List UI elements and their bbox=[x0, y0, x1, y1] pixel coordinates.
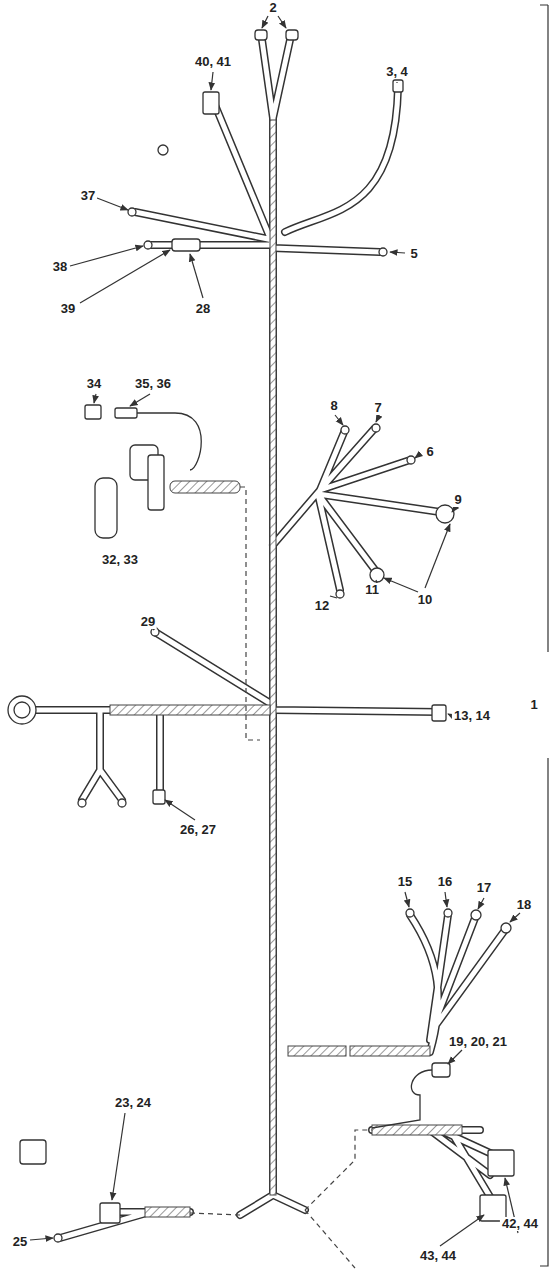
callout-number: 6 bbox=[424, 445, 435, 459]
callout-number: 35, 36 bbox=[133, 377, 173, 391]
callout-number: 42, 44 bbox=[500, 1217, 540, 1231]
callout-number: 16 bbox=[436, 875, 454, 889]
callout-number: 13, 14 bbox=[452, 709, 492, 723]
callout-number: 1 bbox=[528, 698, 539, 712]
callout-number: 28 bbox=[194, 302, 212, 316]
callout-number: 9 bbox=[452, 493, 463, 507]
callout-number: 12 bbox=[313, 599, 331, 613]
callout-number: 40, 41 bbox=[193, 55, 233, 69]
callout-number: 11 bbox=[363, 583, 381, 597]
callout-number: 29 bbox=[139, 615, 157, 629]
callout-number: 8 bbox=[328, 399, 339, 413]
callout-number: 43, 44 bbox=[418, 1249, 458, 1263]
callout-number: 34 bbox=[85, 377, 103, 391]
callout-number: 39 bbox=[59, 302, 77, 316]
callout-number: 23, 24 bbox=[113, 1096, 153, 1110]
callout-number: 2 bbox=[267, 1, 278, 15]
callout-number: 32, 33 bbox=[100, 553, 140, 567]
callout-number: 37 bbox=[79, 189, 97, 203]
callout-number: 5 bbox=[408, 247, 419, 261]
callout-number: 15 bbox=[396, 875, 414, 889]
callout-number: 3, 4 bbox=[384, 65, 410, 79]
callout-number: 19, 20, 21 bbox=[447, 1035, 509, 1049]
callout-number: 25 bbox=[11, 1235, 29, 1249]
callout-number: 10 bbox=[416, 593, 434, 607]
callout-number: 26, 27 bbox=[178, 823, 218, 837]
callout-number: 17 bbox=[475, 881, 493, 895]
callout-number: 7 bbox=[372, 401, 383, 415]
callout-number: 38 bbox=[51, 260, 69, 274]
callout-number: 18 bbox=[515, 898, 533, 912]
